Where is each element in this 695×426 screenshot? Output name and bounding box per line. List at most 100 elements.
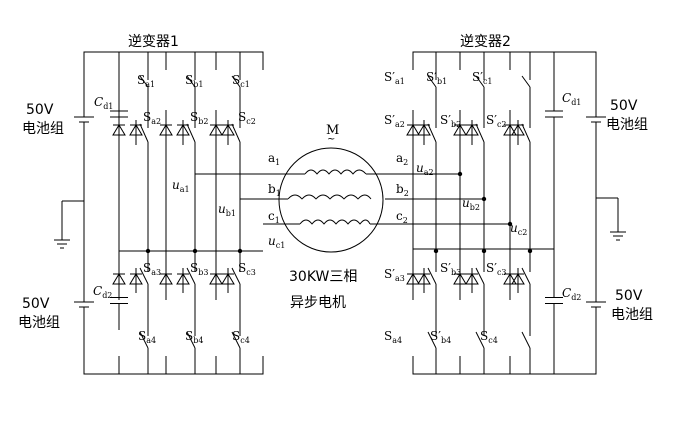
capacitor-left-bottom-label-sub: d2 <box>102 291 112 300</box>
left-phase-terminal-2: b1 <box>268 182 281 198</box>
battery-top-right <box>586 110 606 130</box>
capacitor-right-bottom <box>545 283 563 318</box>
left-switch-label-6-sub: c2 <box>246 117 256 126</box>
left-phase-terminal-3: c1 <box>268 209 280 225</box>
battery-top-left-label: 电池组 <box>22 121 64 137</box>
left-switch-a1 <box>139 70 149 95</box>
left-switch-c1 <box>231 70 241 95</box>
left-switch-b4 <box>186 326 196 356</box>
left-switch-label-12-sub: c4 <box>240 336 250 345</box>
capacitor-right-top-label: Cd1 <box>562 91 581 107</box>
left-phase-voltage-1: ua1 <box>172 178 190 194</box>
left-phase-terminal-2-sub: 1 <box>276 189 281 198</box>
left-phase-voltage-1-sub: a1 <box>180 185 190 194</box>
right-switch-pa2 <box>427 118 437 150</box>
right-phase-terminal-3: c2 <box>396 209 408 225</box>
right-switch-pb2 <box>475 118 485 150</box>
right-switch-label-4: S′a2 <box>384 113 405 129</box>
right-phase-voltage-2: ub2 <box>462 196 480 212</box>
right-switch-label-11-main: S′ <box>430 329 441 343</box>
battery-bottom-right <box>586 290 606 320</box>
right-phase-voltage-3-main: u <box>510 221 518 235</box>
right-clamp-diode-upper-1 <box>406 124 420 136</box>
motor-label-line1: 30KW三相 <box>289 269 357 285</box>
left-clamp-diode-lower-1 <box>112 273 126 285</box>
capacitor-left-top-label: Cd1 <box>94 95 113 111</box>
right-clamp-diode-upper-2 <box>453 124 467 136</box>
left-switch-label-11: Sb4 <box>185 329 203 345</box>
right-switch-label-4-sub: a2 <box>395 120 405 129</box>
right-phase-a-junction <box>457 171 463 177</box>
capacitor-left-top-label-sub: d1 <box>103 102 113 111</box>
right-phase-terminal-1-sub: 2 <box>403 158 408 167</box>
left-phase-terminal-3-main: c <box>268 209 275 223</box>
capacitor-left-top-label-main: C <box>94 95 103 109</box>
battery-bottom-right-voltage: 50V <box>615 288 643 304</box>
right-switch-a4 <box>427 326 437 356</box>
right-switch-label-3-main: S′ <box>472 70 483 84</box>
battery-bottom-left-voltage: 50V <box>22 296 50 312</box>
left-switch-label-4: Sa2 <box>143 110 161 126</box>
left-switch-label-8-sub: b3 <box>198 268 208 277</box>
right-switch-label-8: S′b3 <box>440 261 461 277</box>
left-clamp-diode-lower-2 <box>159 273 173 285</box>
left-switch-label-7-sub: a3 <box>151 268 161 277</box>
right-switch-pa1 <box>427 70 437 95</box>
left-junction-2 <box>192 248 198 254</box>
left-switch-label-5-sub: b2 <box>198 117 208 126</box>
left-phase-terminal-1-main: a <box>268 151 275 165</box>
right-phase-b-junction <box>481 196 487 202</box>
left-switch-c3 <box>231 262 241 292</box>
right-switch-label-10: Sa4 <box>384 329 402 345</box>
right-switch-label-8-sub: b3 <box>451 268 461 277</box>
left-switch-label-1-sub: a1 <box>145 80 155 89</box>
left-phase-terminal-3-sub: 1 <box>275 216 280 225</box>
left-switch-label-3: Sc1 <box>232 73 250 89</box>
right-phase-c-junction <box>507 221 513 227</box>
right-switch-pc2 <box>521 118 531 150</box>
left-switch-label-7: Sa3 <box>143 261 161 277</box>
left-switch-label-10: Sa4 <box>138 329 156 345</box>
left-switch-label-11-main: S <box>185 329 193 343</box>
capacitor-right-top-label-main: C <box>562 91 571 105</box>
right-switch-label-6: S′c2 <box>486 113 507 129</box>
left-switch-b2 <box>186 118 196 150</box>
right-switch-label-7-main: S′ <box>384 267 395 281</box>
left-switch-c2 <box>231 118 241 150</box>
right-switch-label-2: S′b1 <box>426 70 447 86</box>
battery-top-left-voltage: 50V <box>26 102 54 118</box>
right-switch-label-6-sub: c2 <box>497 120 507 129</box>
right-switch-label-4-main: S′ <box>384 113 395 127</box>
left-phase-terminal-2-main: b <box>268 182 276 196</box>
motor-label-line2: 异步电机 <box>290 295 346 311</box>
left-switch-label-6-main: S <box>238 110 246 124</box>
right-switch-label-7: S′a3 <box>384 267 405 283</box>
left-junction-3 <box>237 248 243 254</box>
left-switch-label-5: Sb2 <box>190 110 208 126</box>
left-phase-voltage-3: uc1 <box>268 234 285 250</box>
left-switch-label-1-main: S <box>137 73 145 87</box>
right-switch-label-10-sub: a4 <box>392 336 402 345</box>
left-clamp-diode-upper-1 <box>112 124 126 136</box>
left-phase-voltage-1-main: u <box>172 178 180 192</box>
battery-top-right-voltage: 50V <box>610 98 638 114</box>
motor-tilde: ~ <box>327 134 335 145</box>
left-switch-label-12-main: S <box>232 329 240 343</box>
right-switch-c4 <box>521 326 531 356</box>
left-switch-label-8: Sb3 <box>190 261 208 277</box>
capacitor-left-bottom-label: Cd2 <box>93 284 112 300</box>
left-switch-label-3-sub: c1 <box>240 80 250 89</box>
left-switch-label-2-main: S <box>185 73 193 87</box>
right-switch-label-9: S′c3 <box>486 261 507 277</box>
right-switch-label-6-main: S′ <box>486 113 497 127</box>
left-junction-1 <box>145 248 151 254</box>
battery-top-right-label: 电池组 <box>606 117 648 133</box>
right-switch-label-5-sub: b2 <box>451 120 461 129</box>
capacitor-right-bottom-label-main: C <box>562 286 571 300</box>
left-switch-label-11-sub: b4 <box>193 336 203 345</box>
right-phase-voltage-2-sub: b2 <box>470 203 480 212</box>
battery-bottom-left-label: 电池组 <box>18 315 60 331</box>
motor-housing <box>278 147 384 253</box>
right-switch-label-2-sub: b1 <box>437 77 447 86</box>
